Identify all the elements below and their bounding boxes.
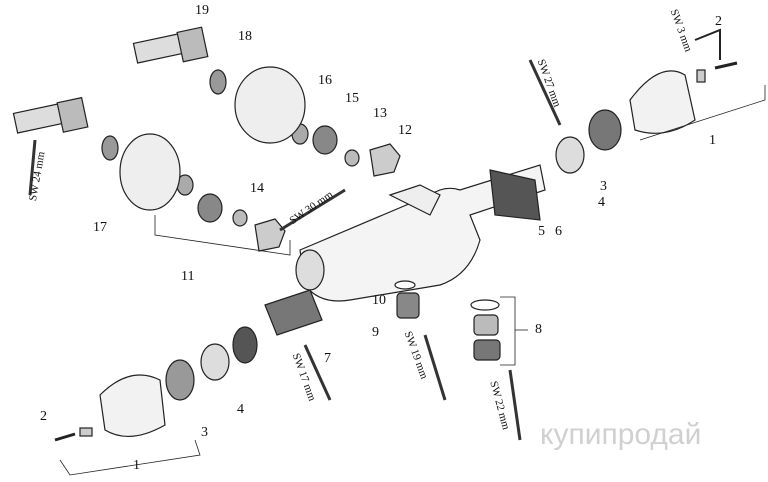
part-number-2-bottom: 2	[40, 409, 47, 424]
part-number-1-top: 1	[709, 133, 716, 148]
cartridge-left	[54, 289, 323, 442]
rosette-18	[234, 66, 306, 144]
part-number-9: 9	[372, 325, 379, 340]
part-number-10: 10	[372, 293, 386, 308]
part-number-12: 12	[398, 123, 412, 138]
wrench-icons	[28, 59, 562, 441]
part-number-17: 17	[93, 220, 107, 235]
rosette-17	[119, 133, 181, 211]
part-number-5: 5	[538, 224, 545, 239]
part-number-1-bottom: 1	[133, 458, 140, 473]
inlet-connector-19	[132, 26, 209, 64]
part-number-6: 6	[555, 224, 562, 239]
part-number-3-left: 3	[201, 425, 208, 440]
bracket-lines	[59, 85, 766, 476]
part-number-4-left: 4	[237, 402, 244, 417]
part-number-2-top: 2	[715, 14, 722, 29]
cartridge-right	[489, 28, 738, 221]
watermark: купипродай	[540, 418, 702, 451]
part-number-13: 13	[373, 106, 387, 121]
part-number-16: 16	[318, 73, 332, 88]
parts-rings	[101, 69, 401, 252]
part-number-8: 8	[535, 322, 542, 337]
part-number-11: 11	[181, 269, 195, 284]
part-number-18: 18	[238, 29, 252, 44]
diverter-parts	[394, 280, 501, 361]
part-number-4-right: 4	[598, 195, 605, 210]
part-number-3-right: 3	[600, 179, 607, 194]
part-number-19: 19	[195, 3, 209, 18]
part-number-7: 7	[324, 351, 331, 366]
part-number-15: 15	[345, 91, 359, 106]
part-number-14: 14	[250, 181, 264, 196]
inlet-connector-left	[12, 96, 89, 134]
mixer-body	[295, 164, 546, 302]
